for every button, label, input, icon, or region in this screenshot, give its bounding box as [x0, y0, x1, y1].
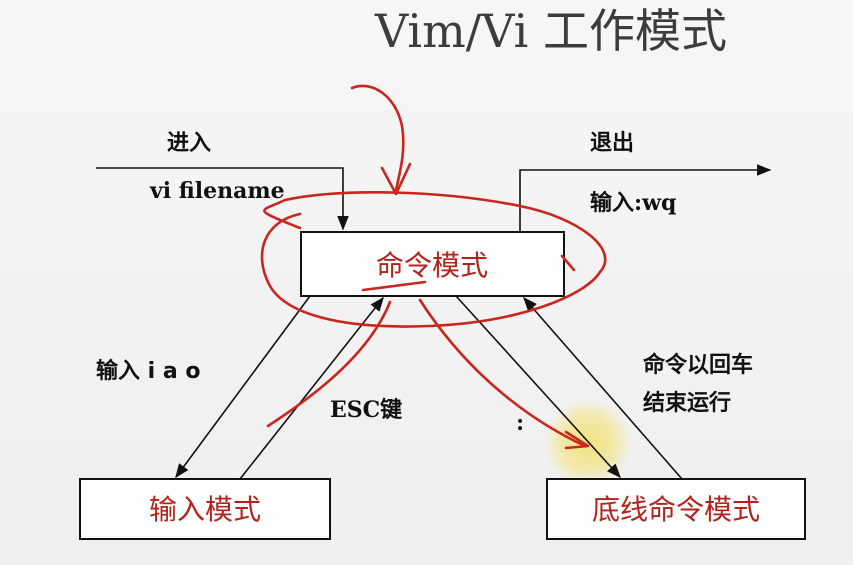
run-command-label-line1: 命令以回车 [643, 352, 753, 378]
insert-mode-box: 输入模式 [79, 478, 331, 540]
annotation-pointer-head [380, 162, 412, 196]
exit-arrow [519, 164, 772, 232]
command-mode-label: 命令模式 [376, 249, 488, 282]
last-line-mode-box: 底线命令模式 [546, 478, 806, 540]
entry-heading: 进入 [167, 131, 211, 156]
colon-label: : [516, 410, 524, 436]
annotation-colon-head [564, 430, 590, 450]
colon-arrow [455, 295, 621, 479]
annotation-underline [361, 280, 427, 292]
insert-mode-label: 输入模式 [149, 493, 261, 526]
entry-arrow [96, 167, 349, 231]
annotation-colon-stroke [418, 298, 587, 448]
to-insert-label: 输入 i a o [96, 358, 200, 384]
esc-arrow [239, 296, 384, 480]
exit-command: 输入:wq [590, 190, 676, 216]
last-line-mode-label: 底线命令模式 [592, 493, 760, 526]
esc-label: ESC键 [330, 397, 402, 423]
cursor-highlight [544, 399, 632, 487]
slide-title: Vim/Vi 工作模式 [374, 4, 727, 58]
annotation-tick [560, 254, 576, 272]
annotation-esc-stroke [266, 300, 392, 428]
exit-heading: 退出 [590, 131, 634, 156]
run-command-arrow [523, 296, 683, 480]
command-mode-box: 命令模式 [300, 231, 565, 297]
to-insert-arrow [175, 295, 311, 479]
entry-command: vi filename [149, 178, 285, 204]
run-command-label-line2: 结束运行 [643, 390, 731, 416]
annotation-loop [260, 190, 607, 328]
annotation-pointer-curve [350, 84, 405, 192]
